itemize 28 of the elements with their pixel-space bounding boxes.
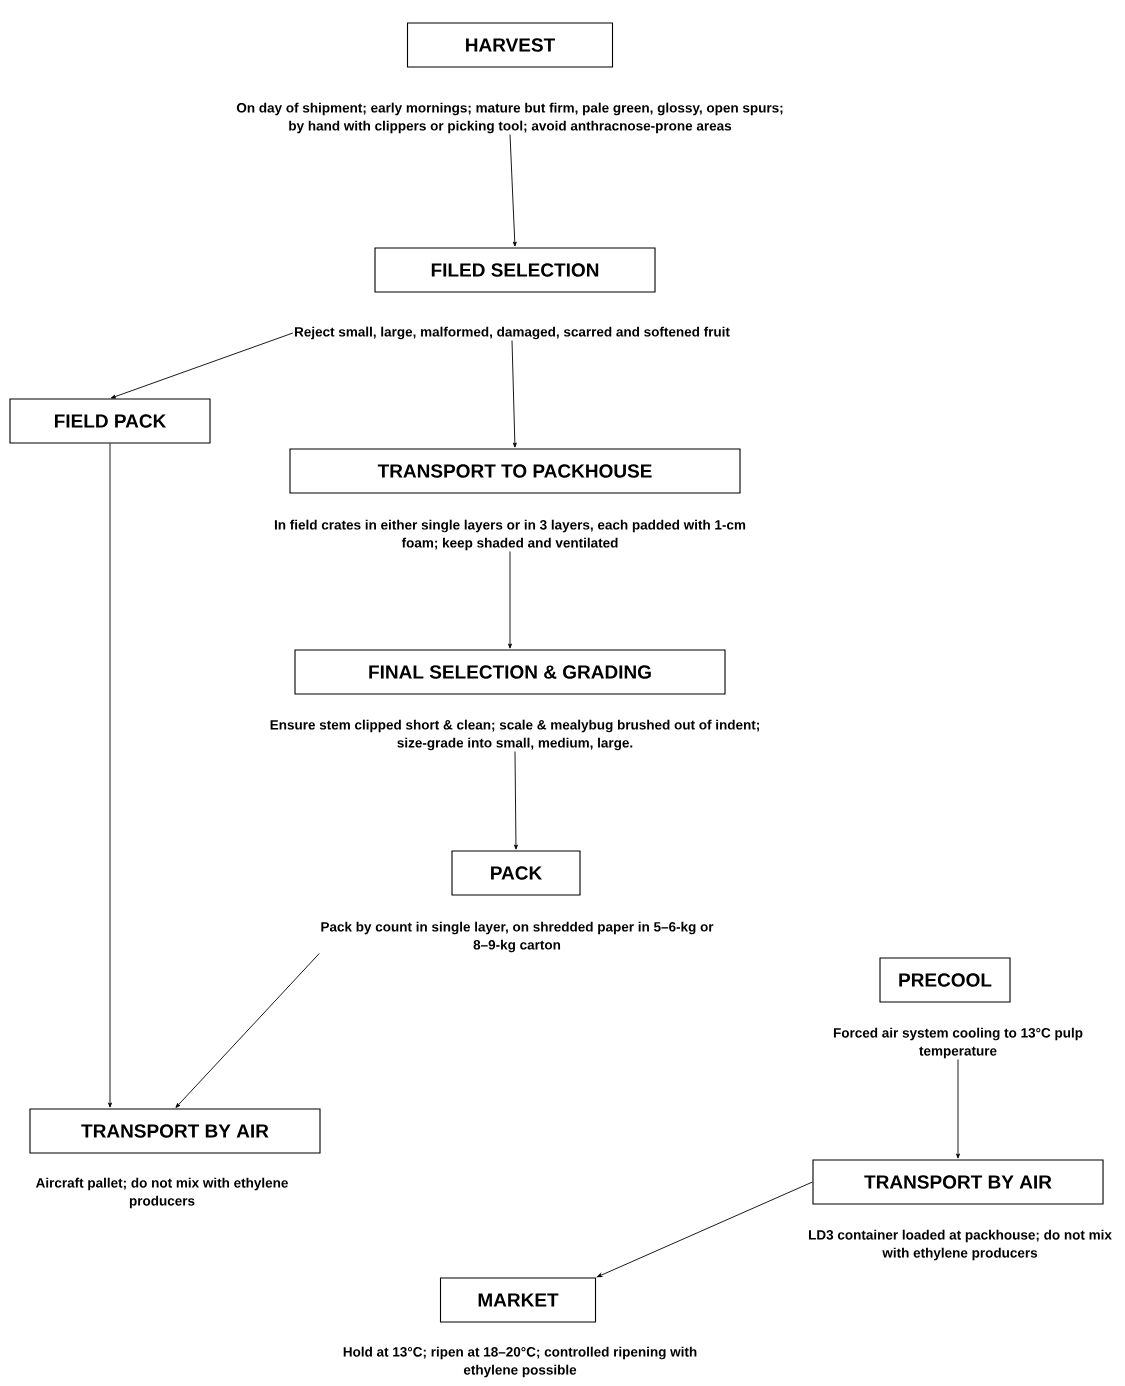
process-box: TRANSPORT BY AIR xyxy=(812,1159,1104,1205)
description: In field crates in either single layers or in 3 layers, each padded with 1-cm foam; keep shaded and ventilated xyxy=(274,519,746,551)
description: Aircraft pallet; do not mix with ethylene producers xyxy=(35,1177,288,1209)
arrow xyxy=(596,1181,813,1278)
process-box: HARVEST xyxy=(406,22,614,68)
process-box: FINAL SELECTION & GRADING xyxy=(294,649,726,695)
arrow xyxy=(514,751,518,850)
arrow xyxy=(110,332,294,399)
arrow xyxy=(508,551,512,649)
process-box: FIELD PACK xyxy=(9,398,211,444)
process-box: TRANSPORT TO PACKHOUSE xyxy=(289,448,741,494)
description: Hold at 13°C; ripen at 18–20°C; controlled ripening with ethylene possible xyxy=(343,1346,697,1378)
description: Ensure stem clipped short & clean; scale & mealybug brushed out of indent; size-grade into small, medium, large. xyxy=(270,719,759,751)
process-box: FILED SELECTION xyxy=(374,247,656,293)
arrow xyxy=(511,340,517,448)
process-box: MARKET xyxy=(439,1277,597,1323)
process-box: TRANSPORT BY AIR xyxy=(29,1108,321,1154)
process-box: PRECOOL xyxy=(879,957,1011,1003)
description: Pack by count in single layer, on shredded paper in 5–6-kg or 8–9-kg carton xyxy=(321,921,714,953)
arrow xyxy=(509,134,517,247)
description: Reject small, large, malformed, damaged, scarred and softened fruit xyxy=(294,326,730,340)
arrow xyxy=(108,443,112,1108)
arrow xyxy=(175,953,320,1108)
arrow xyxy=(956,1059,960,1159)
description: On day of shipment; early mornings; mature but firm, pale green, glossy, open spurs; by hand with clippers or picking tool; avoid anthracnose-prone areas xyxy=(236,102,783,134)
description: LD3 container loaded at packhouse; do not mix with ethylene producers xyxy=(809,1229,1112,1261)
description: Forced air system cooling to 13°C pulp temperature xyxy=(833,1027,1083,1059)
process-box: PACK xyxy=(451,850,581,896)
